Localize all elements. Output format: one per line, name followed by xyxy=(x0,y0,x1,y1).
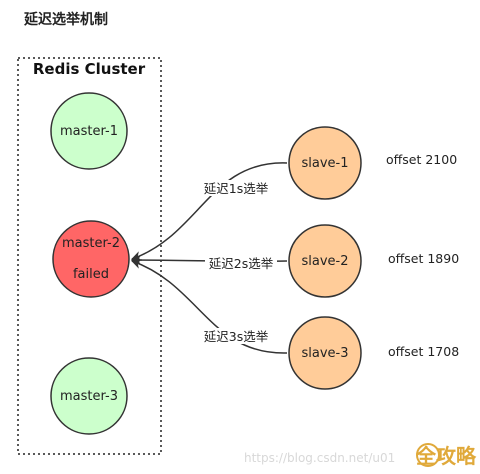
edge-label-slave-1-text: 延迟1s选举 xyxy=(204,181,269,196)
master-node-1-circle xyxy=(50,92,128,170)
page-title: 延迟选举机制 xyxy=(23,11,108,28)
cluster-title: Redis Cluster xyxy=(33,60,146,78)
edge-label-slave-3-text: 延迟3s选举 xyxy=(204,329,269,344)
slave-node-1-circle xyxy=(288,126,362,200)
edge-slave-3-to-master-2 xyxy=(131,259,288,354)
watermark-url: https://blog.csdn.net/u01 xyxy=(244,451,395,465)
slave-node-3-circle xyxy=(288,316,362,390)
master-node-3-label: master-3 xyxy=(60,389,118,404)
master-node-1-label: master-1 xyxy=(60,124,118,139)
slave-node-2: slave-2 xyxy=(288,224,362,298)
slave-node-1-label: slave-1 xyxy=(301,156,348,171)
redis-cluster-group: Redis Cluster xyxy=(17,57,162,455)
edge-label-slave-2-text: 延迟2s选举 xyxy=(209,256,274,271)
master-node-1: master-1 xyxy=(50,92,128,170)
watermark-brand: 全攻略 xyxy=(415,444,477,468)
master-node-3-circle xyxy=(50,357,128,435)
slave-node-1: slave-1 xyxy=(288,126,362,200)
slave-node-3-label: slave-3 xyxy=(301,346,348,361)
edge-label-slave-1: 延迟1s选举 xyxy=(200,180,272,196)
master-node-2: master-2 failed xyxy=(52,220,130,298)
edge-slave-1-to-master-2 xyxy=(131,162,288,261)
watermark-logo-icon xyxy=(416,443,440,467)
master-node-3: master-3 xyxy=(50,357,128,435)
slave-3-offset-label: offset 1708 xyxy=(388,344,459,359)
master-node-2-status: failed xyxy=(73,267,109,282)
slave-1-offset-label: offset 2100 xyxy=(386,152,457,167)
slave-node-3: slave-3 xyxy=(288,316,362,390)
master-node-2-label: master-2 xyxy=(62,236,120,251)
watermark-logo: 全攻略 xyxy=(415,443,477,468)
slave-2-offset-label: offset 1890 xyxy=(388,251,459,266)
slave-node-2-circle xyxy=(288,224,362,298)
master-node-2-circle xyxy=(52,220,130,298)
slave-node-2-label: slave-2 xyxy=(301,254,348,269)
edge-label-slave-2: 延迟2s选举 xyxy=(205,255,277,271)
cluster-boundary xyxy=(17,57,162,455)
edge-label-slave-3: 延迟3s选举 xyxy=(200,328,272,344)
